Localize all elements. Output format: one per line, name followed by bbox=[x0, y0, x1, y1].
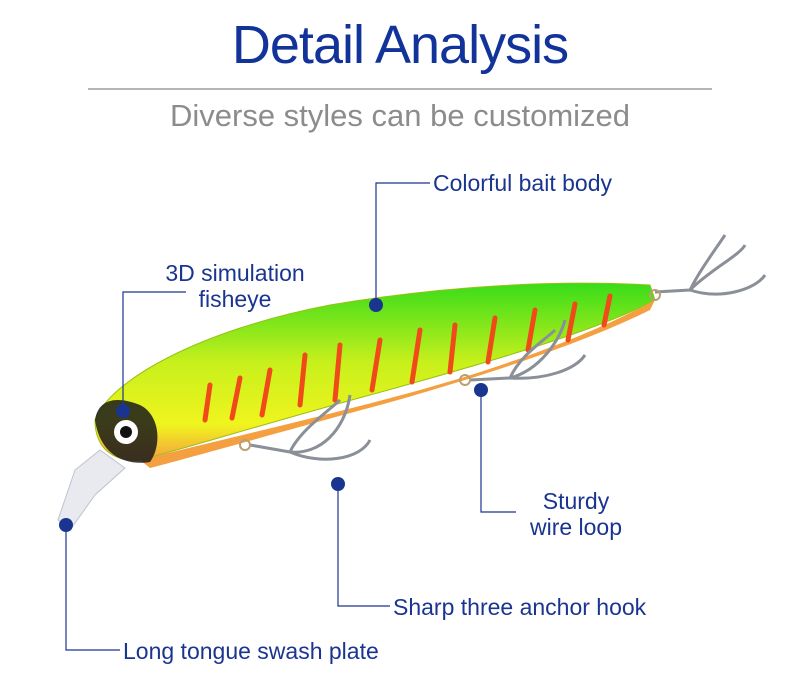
leader-loop bbox=[480, 390, 516, 513]
body-stripes bbox=[202, 293, 613, 423]
leader-eye bbox=[122, 291, 186, 411]
callout-loop-line1: Sturdy bbox=[542, 488, 610, 514]
callout-hook: Sharp three anchor hook bbox=[393, 594, 647, 620]
divider bbox=[88, 88, 712, 90]
leader-body bbox=[375, 182, 430, 305]
callout-eye-line2: fisheye bbox=[198, 286, 272, 312]
callout-eye-line1: 3D simulation bbox=[165, 260, 305, 286]
treble-hooks bbox=[249, 234, 767, 461]
callout-loop: Sturdy wire loop bbox=[516, 488, 636, 540]
page-subtitle: Diverse styles can be customized bbox=[169, 98, 631, 133]
dot-eye bbox=[116, 404, 130, 418]
dot-lip bbox=[59, 518, 73, 532]
page-title: Detail Analysis bbox=[231, 15, 569, 75]
callout-loop-line2: wire loop bbox=[529, 514, 623, 540]
dot-body bbox=[369, 298, 383, 312]
callout-lip: Long tongue swash plate bbox=[123, 638, 379, 664]
dot-hook bbox=[331, 477, 345, 491]
callout-eye: 3D simulation fisheye bbox=[150, 260, 320, 312]
dot-loop bbox=[474, 383, 488, 397]
leader-lip bbox=[65, 525, 120, 651]
swash-plate bbox=[57, 449, 126, 531]
callout-body: Colorful bait body bbox=[433, 170, 612, 196]
leader-hook bbox=[337, 484, 390, 607]
